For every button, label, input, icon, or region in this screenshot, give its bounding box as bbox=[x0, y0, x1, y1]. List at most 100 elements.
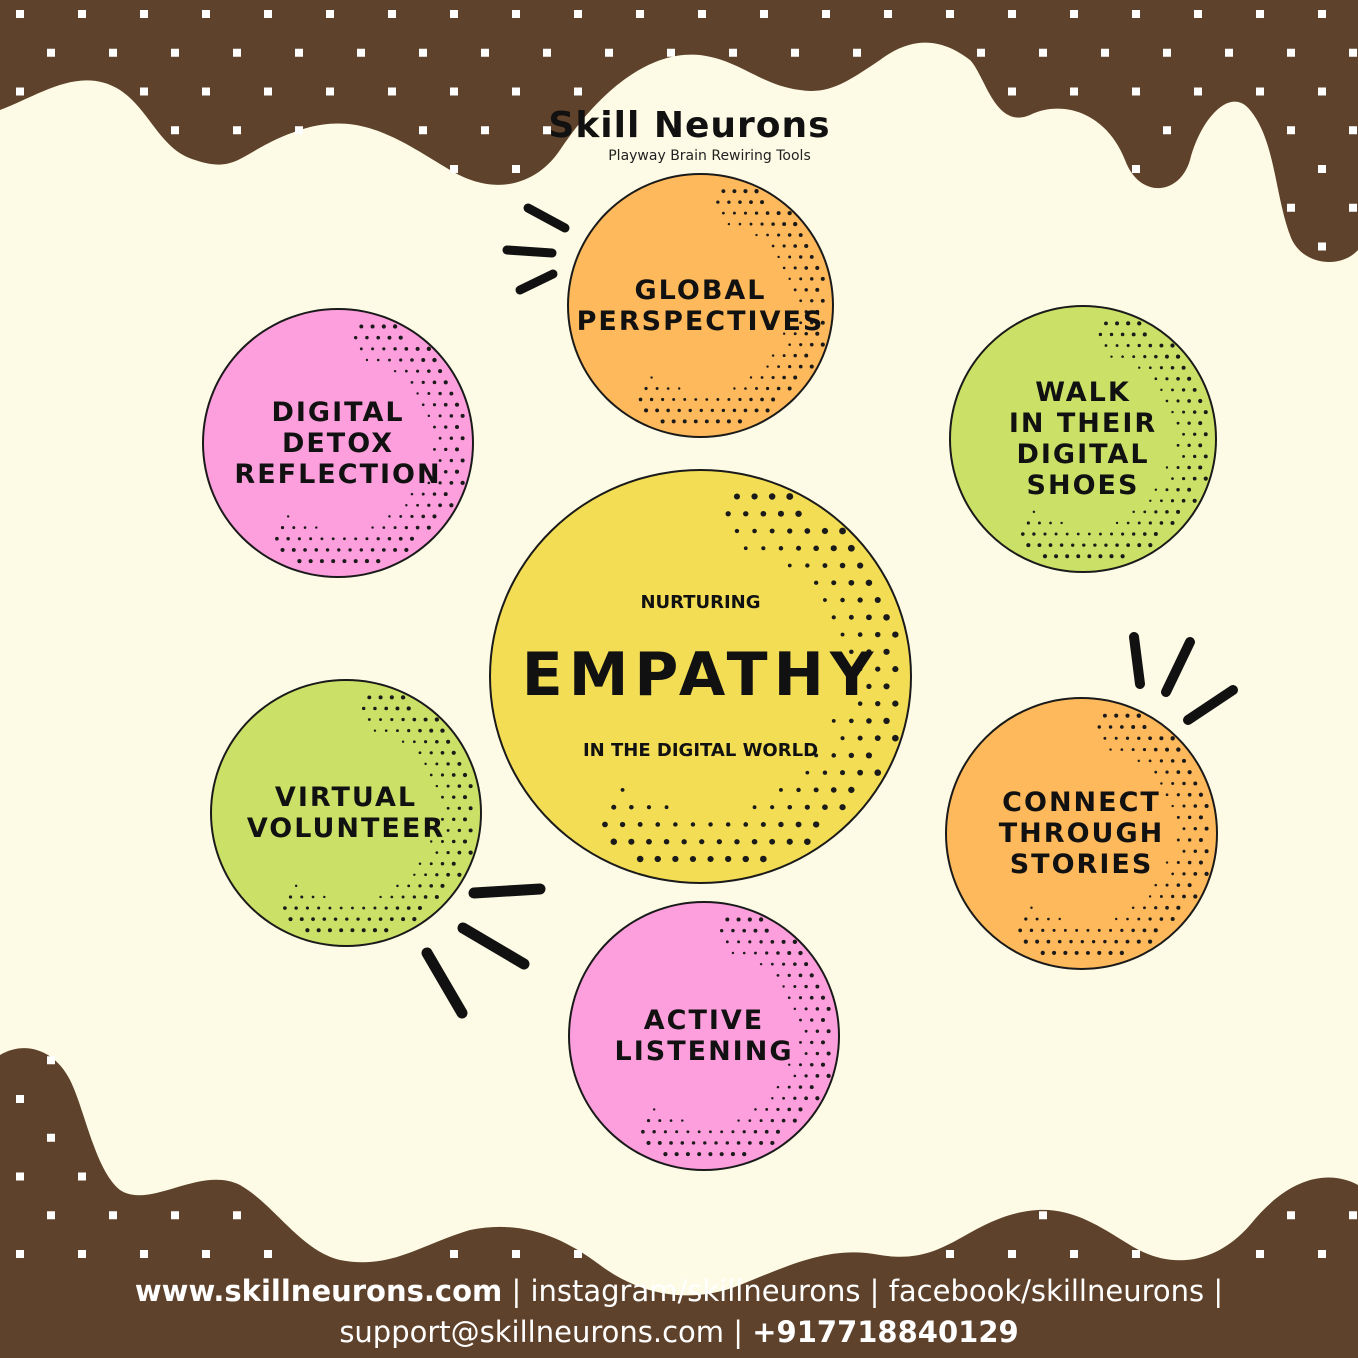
drip-dot bbox=[1349, 203, 1357, 212]
halftone-dot bbox=[815, 265, 820, 270]
halftone-dot bbox=[883, 717, 890, 725]
dash bbox=[457, 922, 530, 970]
halftone-dot bbox=[1182, 872, 1186, 876]
halftone-dot bbox=[677, 387, 681, 390]
halftone-dot bbox=[1125, 713, 1130, 718]
footer-facebook-link[interactable]: facebook/skillneurons bbox=[888, 1274, 1205, 1308]
halftone-dot bbox=[339, 906, 343, 910]
halftone-dot bbox=[1175, 354, 1181, 359]
halftone-dot bbox=[1165, 466, 1169, 469]
halftone-dot bbox=[666, 408, 670, 413]
halftone-dot bbox=[291, 547, 296, 552]
footer-instagram-link[interactable]: instagram/skillneurons bbox=[530, 1274, 861, 1308]
halftone-dot bbox=[1040, 950, 1045, 956]
halftone-dot bbox=[839, 804, 846, 811]
bubble-label-line: LISTENING bbox=[614, 1036, 794, 1067]
halftone-dot bbox=[737, 940, 741, 944]
halftone-dot bbox=[839, 527, 846, 535]
halftone-dot bbox=[387, 537, 392, 541]
halftone-dot bbox=[455, 447, 459, 452]
halftone-dot bbox=[314, 548, 319, 552]
halftone-dot bbox=[610, 838, 618, 845]
halftone-dot bbox=[671, 419, 676, 424]
halftone-dot bbox=[1115, 344, 1119, 347]
halftone-dot bbox=[813, 787, 819, 793]
halftone-dot bbox=[1176, 905, 1181, 910]
halftone-dot bbox=[406, 706, 411, 711]
drip-dot bbox=[357, 48, 365, 57]
halftone-dot bbox=[831, 615, 836, 620]
halftone-dot bbox=[1046, 939, 1051, 944]
halftone-dot bbox=[782, 354, 786, 358]
halftone-dot bbox=[1120, 332, 1125, 337]
accent-dashes bbox=[421, 203, 1238, 1019]
footer-website-link[interactable]: www.skillneurons.com bbox=[134, 1274, 503, 1308]
halftone-dot bbox=[714, 1141, 718, 1145]
footer-email-link[interactable]: support@skillneurons.com bbox=[339, 1315, 725, 1349]
halftone-dot bbox=[690, 822, 696, 827]
halftone-dot bbox=[820, 342, 825, 347]
center-subtitle: IN THE DIGITAL WORLD bbox=[582, 739, 819, 761]
halftone-dot bbox=[1154, 883, 1158, 887]
halftone-dot bbox=[788, 343, 791, 346]
halftone-dot bbox=[809, 342, 814, 347]
halftone-dot bbox=[654, 855, 661, 863]
halftone-dot bbox=[446, 828, 450, 832]
drip-dot bbox=[47, 1056, 55, 1065]
halftone-dot bbox=[611, 804, 617, 810]
halftone-dot bbox=[804, 1029, 808, 1033]
halftone-dot bbox=[432, 357, 437, 363]
halftone-dot bbox=[362, 906, 366, 910]
halftone-dot bbox=[1182, 454, 1186, 458]
halftone-dot bbox=[300, 895, 304, 899]
halftone-dot bbox=[468, 828, 473, 833]
drip-dot bbox=[1349, 48, 1357, 57]
halftone-dot bbox=[787, 210, 792, 216]
halftone-dot bbox=[738, 397, 742, 402]
halftone-dot bbox=[727, 222, 731, 226]
halftone-dot bbox=[765, 211, 770, 215]
halftone-dot bbox=[1126, 321, 1131, 326]
halftone-dot bbox=[1126, 543, 1130, 547]
bubble-global-perspectives: GLOBAL PERSPECTIVES bbox=[567, 173, 834, 438]
halftone-dot bbox=[754, 951, 757, 955]
halftone-dot bbox=[460, 413, 465, 418]
halftone-dot bbox=[1170, 499, 1175, 503]
bubble-label-line: DIGITAL bbox=[1016, 439, 1150, 470]
halftone-dot bbox=[451, 839, 456, 844]
halftone-dot bbox=[1154, 510, 1158, 514]
halftone-dot bbox=[1035, 939, 1040, 944]
halftone-dot bbox=[820, 1018, 826, 1023]
halftone-dot bbox=[664, 805, 669, 810]
halftone-dot bbox=[809, 973, 814, 978]
halftone-dot bbox=[435, 739, 439, 744]
halftone-dot bbox=[440, 773, 445, 777]
halftone-dot bbox=[810, 1040, 814, 1045]
drip-dot bbox=[140, 10, 148, 18]
halftone-dot bbox=[387, 335, 392, 340]
halftone-dot bbox=[454, 425, 460, 430]
halftone-dot bbox=[328, 906, 332, 910]
halftone-dot bbox=[731, 1130, 735, 1134]
halftone-dot bbox=[418, 751, 422, 755]
halftone-dot bbox=[443, 402, 448, 407]
halftone-dot bbox=[782, 375, 786, 380]
halftone-dot bbox=[650, 376, 653, 379]
halftone-dot bbox=[309, 537, 313, 541]
halftone-dot bbox=[707, 855, 714, 863]
halftone-dot bbox=[798, 973, 803, 978]
halftone-dot bbox=[764, 928, 769, 933]
halftone-dot bbox=[721, 408, 726, 413]
halftone-dot bbox=[449, 503, 454, 508]
halftone-dot bbox=[367, 917, 372, 921]
halftone-dot bbox=[444, 447, 448, 452]
halftone-dot bbox=[280, 547, 285, 553]
halftone-dot bbox=[319, 559, 324, 564]
halftone-dot bbox=[381, 324, 386, 329]
halftone-dot bbox=[715, 419, 720, 424]
halftone-dot bbox=[796, 545, 802, 551]
halftone-dot bbox=[1109, 748, 1112, 751]
halftone-dot bbox=[826, 1051, 831, 1056]
halftone-dot bbox=[697, 1152, 702, 1157]
